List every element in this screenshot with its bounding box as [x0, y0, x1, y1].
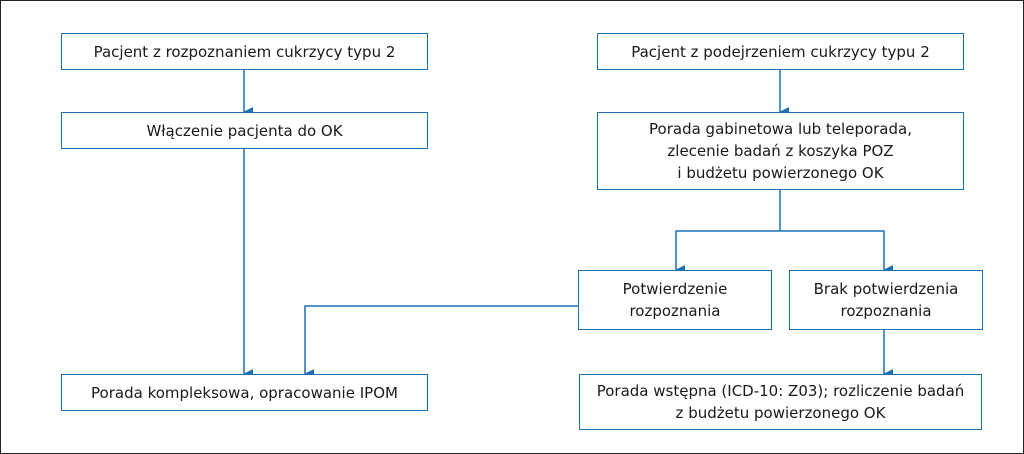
arrow-split-to-brak-potwierdzenia — [780, 230, 893, 275]
node-pacjent-podejrzenie: Pacjent z podejrzeniem cukrzycy typu 2 — [597, 33, 964, 70]
node-porada-kompleksowa: Porada kompleksowa, opracowanie IPOM — [61, 374, 428, 411]
node-potwierdzenie: Potwierdzenie rozpoznania — [578, 270, 772, 330]
arrow-potwierdzenie-to-porada-kompleksowa — [304, 305, 578, 379]
node-pacjent-rozpoznanie: Pacjent z rozpoznaniem cukrzycy typu 2 — [61, 33, 428, 70]
node-brak-potwierdzenia: Brak potwierdzenia rozpoznania — [789, 270, 983, 330]
node-porada-gabinetowa: Porada gabinetowa lub teleporada, zlecen… — [597, 112, 964, 190]
arrow-split-to-potwierdzenie — [675, 230, 780, 275]
node-porada-wstepna: Porada wstępna (ICD-10: Z03); rozliczeni… — [579, 374, 982, 430]
node-wlaczenie-ok: Włączenie pacjenta do OK — [61, 112, 428, 149]
